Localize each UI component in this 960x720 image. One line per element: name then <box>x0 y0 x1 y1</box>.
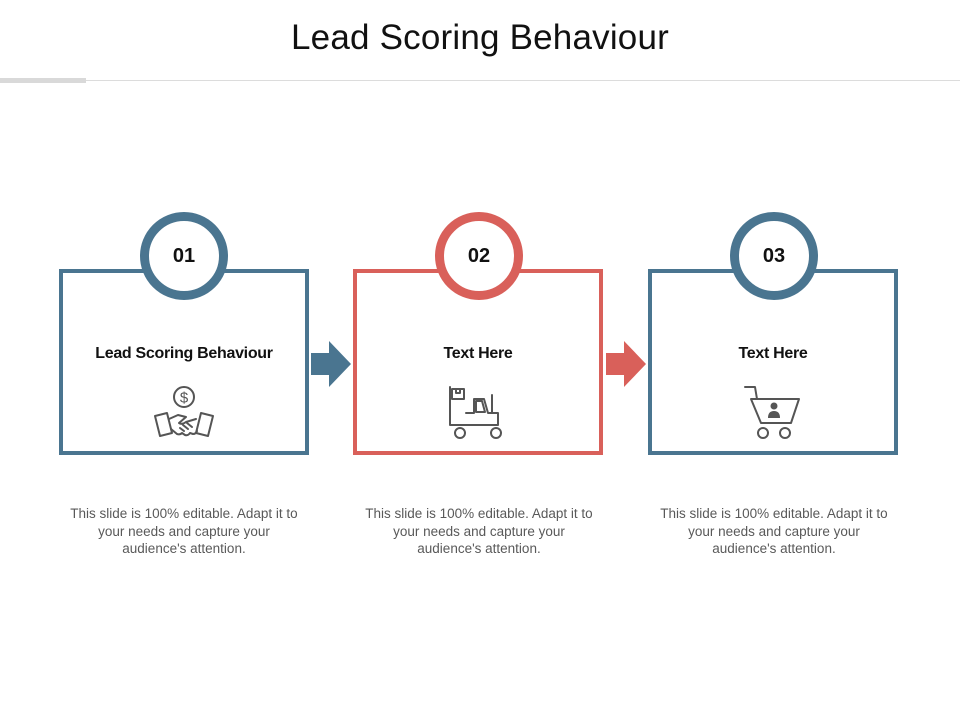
handshake-dollar-icon: $ <box>154 386 214 437</box>
step-title-2: Text Here <box>443 345 513 362</box>
title-divider <box>0 80 960 81</box>
slide-title: Lead Scoring Behaviour <box>291 18 669 57</box>
shopping-cart-icon <box>744 386 800 439</box>
step-number-1: 01 <box>172 244 196 267</box>
step-number-badge-2: 02 <box>435 212 523 300</box>
step-number-badge-1: 01 <box>140 212 228 300</box>
flow-arrow-2 <box>606 341 646 387</box>
step-description-3: This slide is 100% editable. Adapt it to… <box>660 506 888 556</box>
title-divider-accent <box>0 78 86 83</box>
step-title-1: Lead Scoring Behaviour <box>95 345 273 362</box>
forklift-icon <box>449 386 502 439</box>
flow-arrow-1 <box>311 341 351 387</box>
step-number-3: 03 <box>762 244 786 267</box>
step-description-1: This slide is 100% editable. Adapt it to… <box>70 506 298 556</box>
step-card-2: Text Here <box>353 269 603 455</box>
step-number-badge-3: 03 <box>730 212 818 300</box>
step-card-1: Lead Scoring Behaviour $ <box>59 269 309 455</box>
step-title-3: Text Here <box>738 345 808 362</box>
step-description-2: This slide is 100% editable. Adapt it to… <box>365 506 593 556</box>
step-number-2: 02 <box>467 244 491 267</box>
svg-text:$: $ <box>180 390 189 407</box>
step-card-3: Text Here <box>648 269 898 455</box>
